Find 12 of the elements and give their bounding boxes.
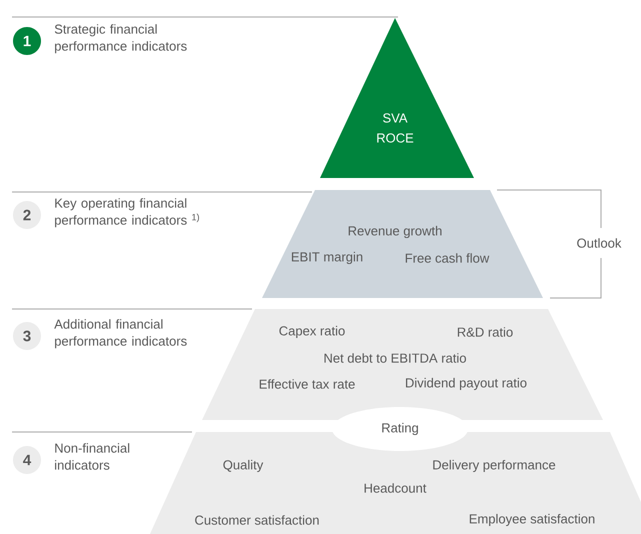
pyramid-apex: SVA ROCE	[320, 18, 474, 178]
pyramid-tier: Capex ratio R&D ratio Net debt to EBITDA ratio Effective tax rate Dividend payout ratio	[202, 309, 603, 420]
pyramid-tier: Revenue growth EBIT margin Free cash flow	[262, 190, 543, 298]
number-badge: 3	[13, 322, 41, 350]
number-badge: 4	[13, 446, 41, 474]
bracket-label: Outlook	[577, 238, 622, 248]
level-heading: Additional financial performance indicators	[54, 319, 187, 348]
number-badge: 2	[13, 201, 41, 229]
level-heading: Strategic financial performance indicators	[54, 24, 187, 54]
level-heading: Non-financial indicators	[55, 443, 130, 470]
number-badge: 1	[13, 27, 41, 55]
level-heading: Key operating financial performance indicators $^{1)}$	[55, 198, 199, 228]
